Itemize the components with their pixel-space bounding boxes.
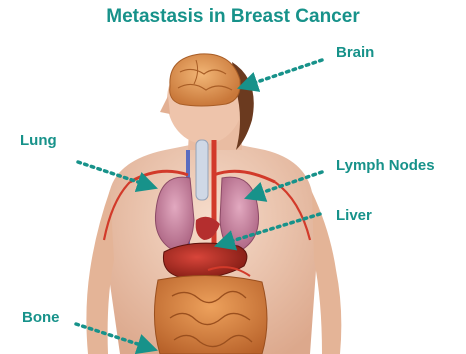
brain-illustration [170,54,241,106]
brain-arrow [245,60,322,86]
label-lymph-nodes: Lymph Nodes [336,157,435,174]
label-brain: Brain [336,44,374,61]
label-liver: Liver [336,207,372,224]
label-bone: Bone [22,309,60,326]
page-title: Metastasis in Breast Cancer [0,6,466,28]
intestines-illustration [154,267,267,354]
label-lung: Lung [20,132,57,149]
